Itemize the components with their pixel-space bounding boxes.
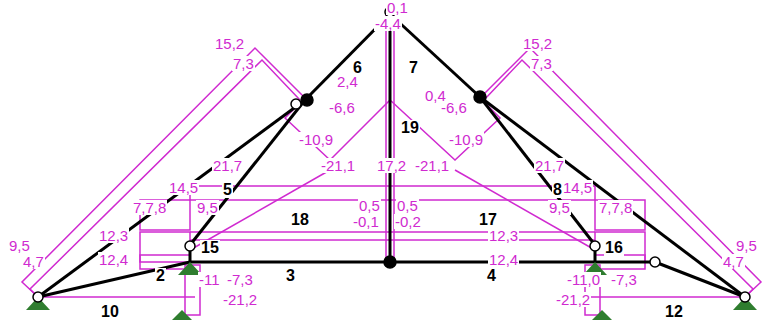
force-value: 0,1 [386, 0, 409, 15]
force-value: -4,4 [374, 16, 402, 31]
member-number: 10 [100, 304, 120, 320]
force-value: 21,7 [534, 158, 565, 173]
force-value: -0,1 [352, 214, 380, 229]
force-value: -11 [198, 272, 221, 287]
force-value: 0,4 [424, 88, 447, 103]
member-number: 3 [285, 268, 296, 284]
member-number: 8 [552, 182, 563, 198]
force-value: 7,7,8 [598, 200, 633, 215]
force-value: -10,9 [448, 132, 484, 147]
force-value: 15,2 [522, 36, 553, 51]
force-value: -21,2 [222, 292, 258, 307]
force-value: 2,4 [336, 74, 359, 89]
member-number: 5 [222, 182, 233, 198]
force-value: 12,3 [488, 228, 519, 243]
force-value: 0,5 [396, 198, 419, 213]
force-value: -6,6 [328, 100, 356, 115]
force-value: 7,3 [232, 56, 255, 71]
force-value: 21,7 [212, 158, 243, 173]
force-value: 12,4 [98, 252, 129, 267]
joints [33, 7, 750, 302]
force-value: 0,5 [358, 198, 381, 213]
force-value: -7,3 [610, 272, 638, 287]
force-value: -10,9 [298, 132, 334, 147]
force-value: 14,5 [562, 180, 593, 195]
member-number: 6 [352, 60, 363, 76]
force-value: 12,4 [488, 252, 519, 267]
force-value: 15,2 [214, 36, 245, 51]
force-value: 9,5 [8, 238, 31, 253]
force-value: 12,3 [98, 228, 129, 243]
force-value: 14,5 [168, 180, 199, 195]
force-value: -11,0 [566, 272, 601, 287]
member-number: 18 [290, 212, 310, 228]
force-value: 4,7 [22, 254, 45, 269]
force-value: 4,7 [722, 254, 745, 269]
member-number: 12 [664, 304, 684, 320]
force-value: 17,2 [376, 158, 407, 173]
member-number: 2 [155, 268, 166, 284]
force-value: 7,7,8 [132, 200, 167, 215]
member-number: 7 [408, 60, 419, 76]
force-value: -21,2 [555, 292, 591, 307]
force-value: -21,1 [320, 158, 356, 173]
force-value: -7,3 [226, 272, 254, 287]
truss-members [38, 14, 745, 297]
member-number: 15 [200, 240, 220, 256]
member-number: 16 [604, 240, 624, 256]
force-value: -0,2 [394, 214, 422, 229]
force-value: 7,3 [530, 56, 553, 71]
force-value: -21,1 [414, 158, 450, 173]
force-diagram [22, 14, 761, 315]
force-value: 9,5 [735, 238, 758, 253]
member-number: 17 [478, 212, 498, 228]
force-value: 9,5 [196, 200, 219, 215]
supports [26, 262, 757, 320]
member-number: 19 [400, 120, 420, 136]
force-value: 9,5 [548, 200, 571, 215]
member-number: 4 [486, 268, 497, 284]
